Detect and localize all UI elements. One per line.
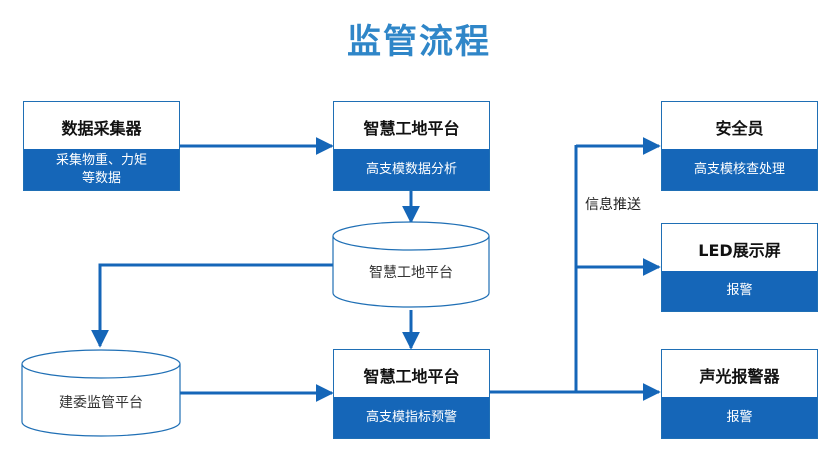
node-safety-officer: 安全员 高支模核查处理 (661, 101, 818, 191)
node-subtitle: 高支模核查处理 (662, 149, 817, 190)
node-title: 智慧工地平台 (363, 118, 460, 138)
node-alarm: 声光报警器 报警 (661, 349, 818, 439)
db-jianwei-label: 建委监管平台 (59, 395, 143, 411)
edge-label-push: 信息推送 (585, 197, 641, 213)
node-title: 安全员 (715, 118, 764, 138)
node-subtitle: 采集物重、力矩 等数据 (24, 149, 179, 190)
page-title: 监管流程 (347, 22, 491, 62)
node-platform-analysis: 智慧工地平台 高支模数据分析 (333, 101, 490, 191)
node-subtitle: 报警 (662, 397, 817, 438)
node-title: 声光报警器 (699, 366, 780, 386)
node-title: 数据采集器 (61, 118, 142, 138)
node-data-collector: 数据采集器 采集物重、力矩 等数据 (23, 101, 180, 191)
node-subtitle: 高支模数据分析 (334, 149, 489, 190)
node-subtitle: 高支模指标预警 (334, 397, 489, 438)
arrow-db-to-jianwei (91, 263, 333, 348)
db-cylinder-jianwei (21, 349, 181, 437)
node-subtitle: 报警 (662, 271, 817, 311)
bus-line (490, 145, 578, 394)
node-led-screen: LED展示屏 报警 (661, 223, 818, 312)
node-title: LED展示屏 (698, 240, 781, 260)
node-title: 智慧工地平台 (363, 366, 460, 386)
node-platform-warning: 智慧工地平台 高支模指标预警 (333, 349, 490, 439)
db-platform-label: 智慧工地平台 (369, 265, 453, 281)
db-cylinder-platform (332, 221, 490, 308)
